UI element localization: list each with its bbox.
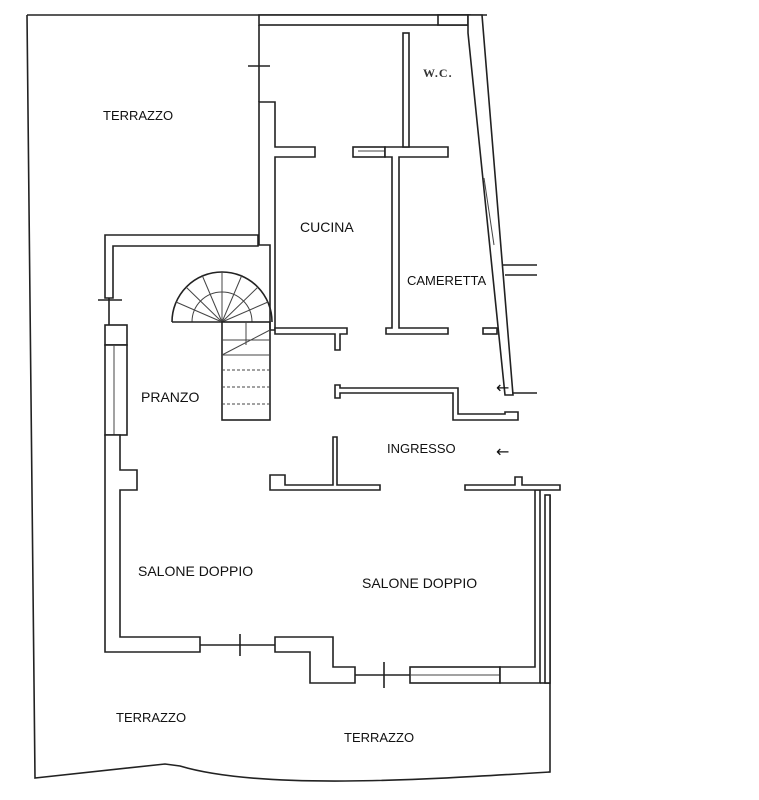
pranzo-window [104, 344, 128, 436]
room-label-pranzo: PRANZO [141, 389, 200, 405]
wall-segment [185, 286, 223, 323]
wall-segment [104, 324, 128, 346]
entry-arrow-icon: ← [496, 442, 510, 461]
wall-segment [221, 274, 243, 323]
corridor-wall [334, 384, 519, 421]
ingresso-left-wall [269, 436, 381, 491]
room-label-salone-right: SALONE DOPPIO [362, 575, 478, 591]
entry-arrow-icon: ← [496, 378, 510, 397]
salone-right-wall [499, 489, 541, 684]
salone-left-wall [104, 434, 201, 653]
room-label-cucina: CUCINA [300, 219, 354, 235]
room-label-wc: W.C. [423, 66, 453, 80]
cameretta-wall [384, 146, 449, 335]
top-wall-wc [437, 14, 469, 26]
wall-segment [221, 301, 269, 323]
right-slanted-wall [467, 14, 514, 396]
wall-segment [483, 177, 495, 246]
room-label-terrazzo: TERRAZZO [103, 108, 174, 123]
wall-segment [482, 327, 498, 335]
room-label-terrazzo-bottom-right: TERRAZZO [344, 730, 415, 745]
room-label-terrazzo-bottom-left: TERRAZZO [116, 710, 187, 725]
room-label-ingresso: INGRESSO [387, 441, 456, 456]
ingresso-right-wall [464, 476, 561, 491]
room-label-cameretta: CAMERETTA [407, 273, 487, 288]
wall-segment [502, 264, 537, 394]
wall-segment [201, 274, 223, 323]
pranzo-upper-wall [104, 234, 259, 299]
kitchen-bottom-wall [274, 327, 348, 351]
wc-wall [402, 32, 410, 148]
room-label-salone-left: SALONE DOPPIO [138, 563, 254, 579]
spiral-staircase [171, 271, 273, 421]
wall-segment [175, 301, 223, 323]
kitchen-left-wall [258, 101, 316, 331]
wall-segment [544, 494, 551, 684]
salone-bottom-wall [274, 636, 356, 684]
kitchen-window [352, 146, 386, 158]
wall-segment [221, 286, 259, 323]
